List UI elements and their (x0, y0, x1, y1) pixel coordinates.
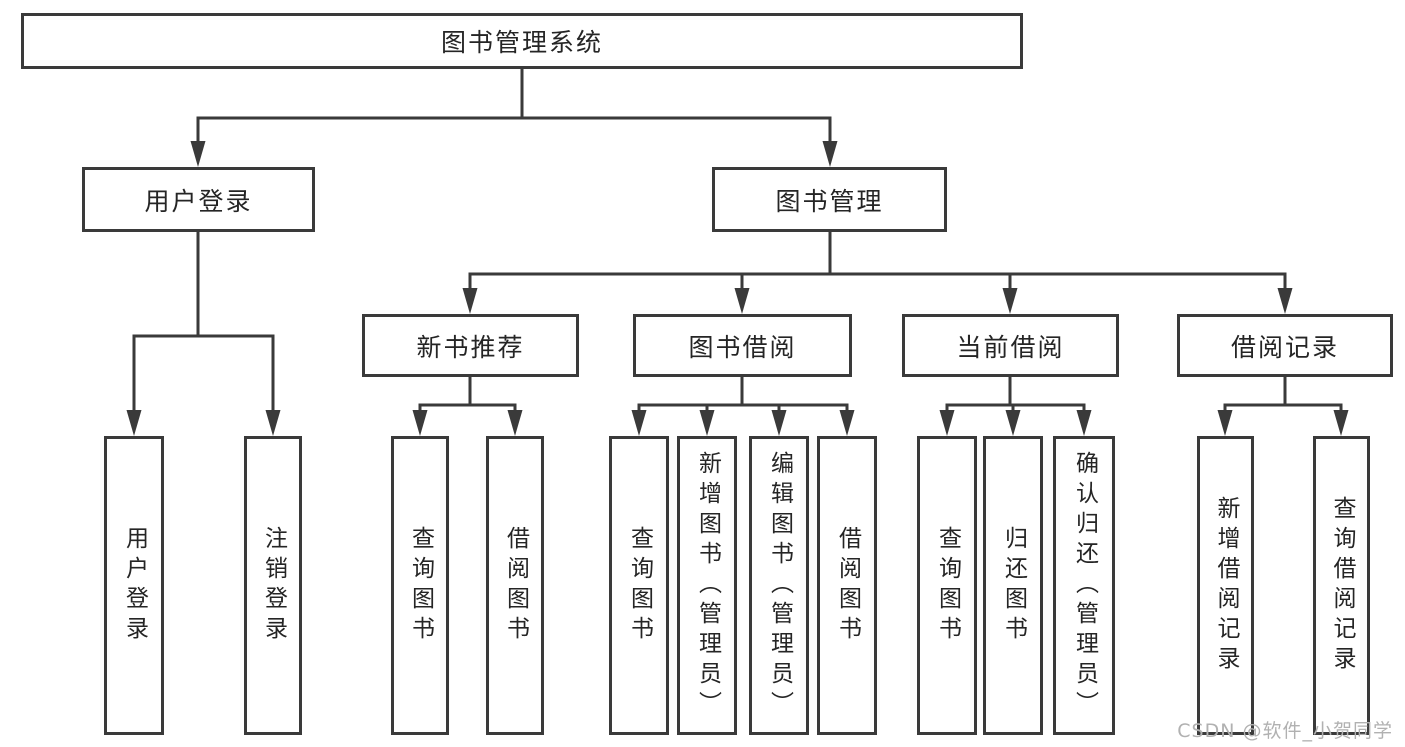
node-label: 图书管理 (775, 186, 884, 216)
leaf-records-add-record: 新增借阅记录 (1197, 436, 1254, 735)
node-label: 图书管理系统 (440, 28, 603, 57)
node-label: 注销登录 (260, 525, 287, 646)
watermark: CSDN @软件_小贺同学 (1177, 720, 1393, 742)
node-label: 借阅图书 (502, 525, 529, 646)
node-label: 新书推荐 (416, 332, 525, 362)
leaf-user-login: 用户登录 (104, 436, 164, 735)
node-label: 查询图书 (934, 525, 961, 646)
node-label: 归还图书 (1000, 525, 1027, 646)
leaf-records-query-record: 查询借阅记录 (1313, 436, 1370, 735)
leaf-borrow-edit-books: 编辑图书（管理员） (749, 436, 809, 735)
node-root-library-system: 图书管理系统 (21, 13, 1023, 69)
node-label: 借阅记录 (1230, 332, 1339, 362)
node-user-login: 用户登录 (82, 167, 315, 232)
node-new-book-recommend: 新书推荐 (362, 314, 579, 377)
node-label: 编辑图书（管理员） (766, 450, 793, 721)
node-label: 查询借阅记录 (1329, 495, 1355, 676)
node-label: 用户登录 (144, 186, 253, 216)
node-label: 新增图书（管理员） (694, 450, 721, 721)
node-label: 查询图书 (626, 525, 653, 646)
leaf-current-return-books: 归还图书 (983, 436, 1043, 735)
leaf-current-confirm-return: 确认归还（管理员） (1053, 436, 1115, 735)
leaf-rec-query-books: 查询图书 (391, 436, 449, 735)
node-label: 当前借阅 (956, 332, 1065, 362)
node-label: 用户登录 (121, 525, 148, 646)
node-label: 图书借阅 (688, 332, 797, 362)
leaf-rec-borrow-books: 借阅图书 (486, 436, 544, 735)
node-label: 借阅图书 (834, 525, 861, 646)
node-label: 查询图书 (407, 525, 434, 646)
node-label: 新增借阅记录 (1213, 495, 1239, 676)
node-label: 确认归还（管理员） (1071, 450, 1098, 721)
node-borrow-records: 借阅记录 (1177, 314, 1393, 377)
node-current-borrow: 当前借阅 (902, 314, 1119, 377)
leaf-borrow-add-books: 新增图书（管理员） (677, 436, 737, 735)
node-book-management: 图书管理 (712, 167, 947, 232)
leaf-borrow-borrow-books: 借阅图书 (817, 436, 877, 735)
leaf-current-query-books: 查询图书 (917, 436, 977, 735)
leaf-borrow-query-books: 查询图书 (609, 436, 669, 735)
node-book-borrow: 图书借阅 (633, 314, 852, 377)
leaf-logout: 注销登录 (244, 436, 302, 735)
